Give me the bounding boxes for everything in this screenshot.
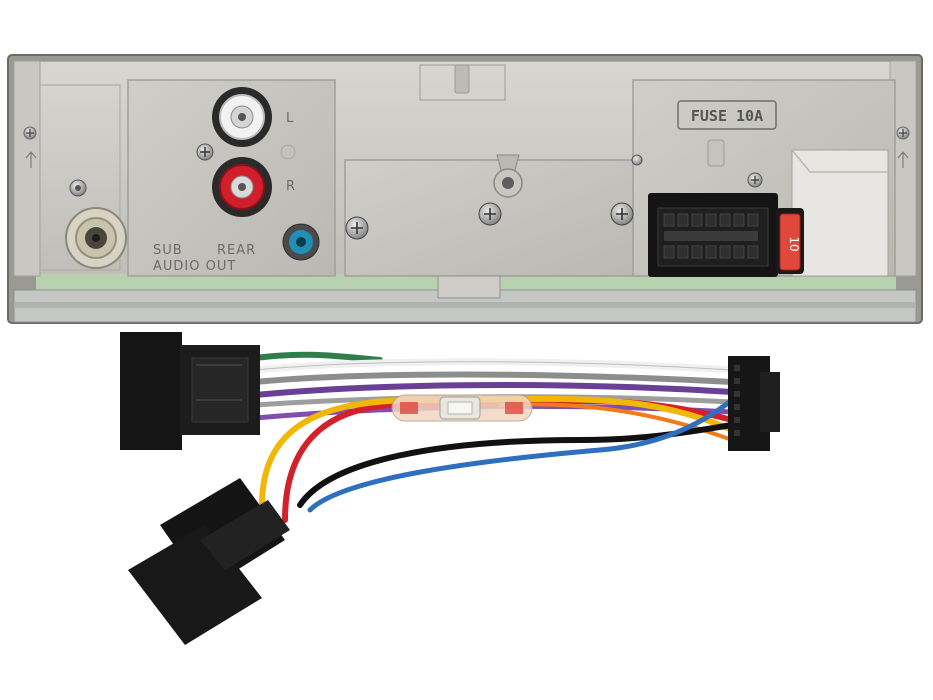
wire-purple [252,381,735,398]
fuse-label: FUSE 10A [691,107,763,125]
wire-green [252,351,383,363]
rca-left-white [212,87,272,147]
wiring-harness [120,332,780,645]
fuse-on-unit: 10 [776,208,804,274]
center-upper [419,64,506,101]
center-screw-3 [610,202,634,226]
iso-plug-upper-left [120,332,260,450]
iso-plug-lower-left [128,478,290,645]
center-screw-small-1 [631,154,643,166]
sub-label: SUB [153,243,183,258]
rear-label: REAR [217,243,256,258]
fuse-rating-text: 10 [787,236,801,251]
center-screw-2 [478,202,502,226]
bottom-tab [437,275,501,299]
antenna-jack [65,207,127,269]
side-screw-right [896,126,910,140]
ground-screw [69,179,87,197]
wire-black [297,422,735,508]
wire-blue [307,397,735,513]
fuse-label-box [677,100,777,130]
rca-screw [196,143,214,161]
center-screw-small-2 [747,172,763,188]
head-unit-rear-panel: FUSE 10A [7,54,923,324]
center-screw-1 [345,216,369,240]
arrow-left-icon [25,151,37,168]
radio-plug-right [728,356,780,451]
channel-left-label: L [286,111,294,126]
side-screw-left [23,126,37,140]
blue-jack [282,223,320,261]
channel-right-label: R [286,179,296,194]
rca-right-red [212,157,272,217]
guide-pin [493,154,523,198]
inline-fuse-holder [391,394,533,422]
iso-connector-socket [648,193,778,277]
wire-gray [252,371,735,385]
bracket-block [791,149,889,277]
audio-out-label: AUDIO OUT [153,259,236,274]
arrow-right-icon [897,151,909,168]
wire-white-outline [254,361,733,371]
